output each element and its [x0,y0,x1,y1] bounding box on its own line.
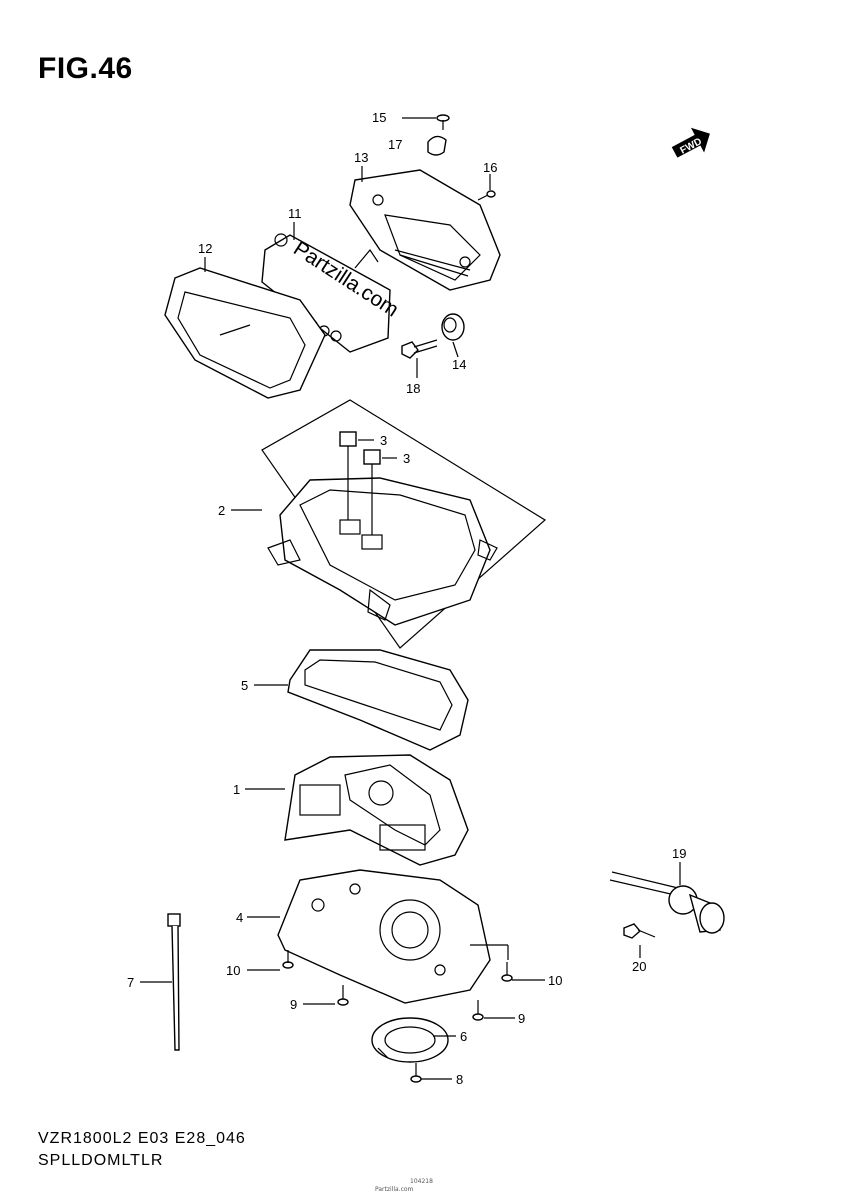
figure-title: FIG.46 [38,52,133,85]
callout-3-lower: 3 [403,451,410,466]
part-1-meter-assembly[interactable] [284,754,469,866]
callout-8: 8 [456,1072,463,1087]
callout-6: 6 [460,1029,467,1044]
part-15-screw[interactable] [436,114,450,130]
part-12-meter-lens[interactable] [164,267,326,399]
callout-12: 12 [198,241,212,256]
part-6-seal[interactable] [371,1017,449,1063]
forward-arrow-icon: FWD [671,127,710,158]
part-9-screw-right[interactable] [472,1000,484,1021]
callout-2: 2 [218,503,225,518]
callout-16: 16 [483,160,497,175]
part-9-screw-left[interactable] [337,985,349,1006]
part-3-grommet-b[interactable] [363,449,381,465]
figure-caption: SPLLDOMLTLR [38,1152,164,1169]
part-17-grommet[interactable] [427,135,447,156]
part-10-screw-right[interactable] [501,962,513,982]
callout-10-left: 10 [226,963,240,978]
callout-4: 4 [236,910,243,925]
part-19-speed-sensor[interactable] [609,871,725,934]
part-8-screw[interactable] [410,1063,422,1083]
part-13-upper-bracket[interactable] [349,169,501,291]
part-5-panel[interactable] [287,649,469,751]
part-3-grommet-a[interactable] [339,431,357,447]
callout-10-right: 10 [548,973,562,988]
part-18-bolt[interactable] [401,339,438,359]
callout-3-upper: 3 [380,433,387,448]
callout-20: 20 [632,959,646,974]
callout-17: 17 [388,137,402,152]
callout-15: 15 [372,110,386,125]
callout-9-right: 9 [518,1011,525,1026]
small-print-id: 104218 [410,1178,433,1185]
small-print-copyright: Partzilla.com [375,1186,414,1193]
callout-11: 11 [288,206,302,221]
part-10-screw-left[interactable] [282,950,294,969]
assembly-2-boundary [261,399,547,649]
callout-1: 1 [233,782,240,797]
callout-13: 13 [354,150,368,165]
callout-5: 5 [241,678,248,693]
callout-14: 14 [452,357,466,372]
part-14-grommet[interactable] [441,313,465,341]
callout-9-left: 9 [290,997,297,1012]
part-7-cable-tie[interactable] [167,913,181,1051]
part-2-upper-case[interactable] [267,477,498,626]
model-code: VZR1800L2 E03 E28_046 [38,1130,246,1147]
leader-lines [140,117,681,1080]
callout-18: 18 [406,381,420,396]
callout-7: 7 [127,975,134,990]
part-16-screw[interactable] [477,190,496,201]
part-4-lower-case[interactable] [277,869,491,1004]
part-20-bolt[interactable] [623,923,656,939]
forward-badge-label: FWD [678,136,703,156]
callout-19: 19 [672,846,686,861]
